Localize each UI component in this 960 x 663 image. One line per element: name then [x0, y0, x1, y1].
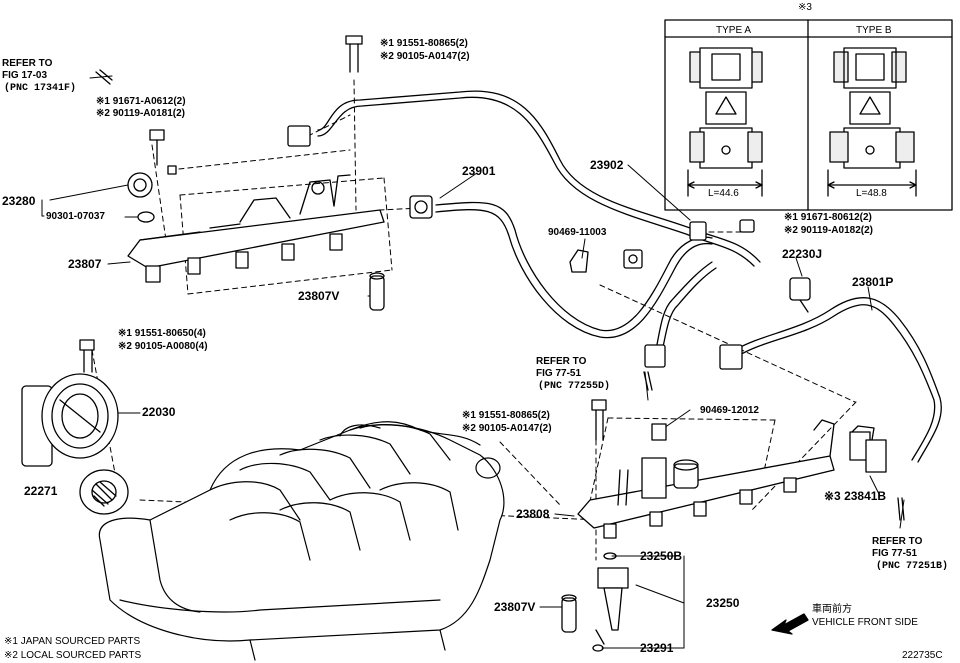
bolts [79, 35, 607, 441]
part-90105-a0147-top[interactable]: ※2 90105-A0147(2) [380, 51, 470, 62]
part-23807v-top[interactable]: 23807V [298, 289, 340, 303]
fig-77-51-label-b[interactable]: FIG 77-51 [872, 548, 918, 559]
type-a-length: L=44.6 [708, 188, 739, 199]
part-90301-07037[interactable]: 90301-07037 [46, 211, 105, 222]
refer-hoses [95, 69, 905, 521]
type-b-heading: TYPE B [856, 25, 892, 36]
part-90105-a0080[interactable]: ※2 90105-A0080(4) [118, 341, 208, 352]
refer-to-label-3: REFER TO [872, 536, 923, 547]
pulsation-damper [127, 172, 155, 223]
fig-17-03-label[interactable]: FIG 17-03 [2, 70, 48, 81]
part-22030[interactable]: 22030 [142, 405, 176, 419]
part-22230j[interactable]: 22230J [782, 247, 823, 261]
refer-to-label-1: REFER TO [2, 58, 53, 69]
type-b-connector-icon [827, 47, 917, 197]
part-23902[interactable]: 23902 [590, 158, 624, 172]
part-23841b[interactable]: ※3 23841B [824, 489, 887, 503]
part-90105-a0147-mid[interactable]: ※2 90105-A0147(2) [462, 423, 552, 434]
throttle-body [21, 373, 119, 467]
legend-local-sourced: ※2 LOCAL SOURCED PARTS [4, 650, 142, 661]
part-91551-80650[interactable]: ※1 91551-80650(4) [118, 328, 206, 339]
part-23291[interactable]: 23291 [640, 641, 674, 655]
spacers [369, 272, 577, 633]
part-90119-a0181[interactable]: ※2 90119-A0181(2) [96, 108, 185, 119]
part-91551-80865-mid[interactable]: ※1 91551-80865(2) [462, 410, 550, 421]
part-91671-80612[interactable]: ※1 91671-80612(2) [784, 212, 872, 223]
drawing-number: 222735C [902, 650, 943, 661]
pnc-17341f-label: (PNC 17341F) [4, 83, 77, 94]
fuel-injector [592, 552, 629, 652]
pnc-77255d-label: (PNC 77255D) [538, 381, 611, 392]
fig-77-51-label-a[interactable]: FIG 77-51 [536, 368, 582, 379]
inset-note-3: ※3 [798, 2, 812, 13]
legend-japan-sourced: ※1 JAPAN SOURCED PARTS [4, 636, 141, 647]
connector-type-inset [664, 19, 953, 211]
part-23280[interactable]: 23280 [2, 194, 36, 208]
throttle-gasket [79, 469, 129, 515]
vehicle-front-jp-label: 車両前方 [812, 604, 852, 615]
wiring-connector [849, 425, 887, 473]
part-23250[interactable]: 23250 [706, 596, 740, 610]
part-23801p[interactable]: 23801P [852, 275, 894, 289]
part-22271[interactable]: 22271 [24, 484, 58, 498]
part-23808[interactable]: 23808 [516, 507, 550, 521]
part-23807v-bot[interactable]: 23807V [494, 600, 536, 614]
part-91551-80865-top[interactable]: ※1 91551-80865(2) [380, 38, 468, 49]
pnc-77251b-label: (PNC 77251B) [876, 561, 949, 572]
vehicle-front-arrow [771, 613, 809, 635]
intake-manifold [98, 421, 505, 661]
lower-fuel-rail [577, 419, 835, 539]
part-23250b[interactable]: 23250B [640, 549, 683, 563]
part-23807[interactable]: 23807 [68, 257, 102, 271]
upper-fuel-rail [127, 174, 385, 283]
refer-to-label-2: REFER TO [536, 356, 587, 367]
fittings [287, 125, 811, 441]
vehicle-front-en-label: VEHICLE FRONT SIDE [812, 617, 918, 628]
part-90469-11003[interactable]: 90469-11003 [548, 227, 607, 238]
part-91671-a0612[interactable]: ※1 91671-A0612(2) [96, 96, 186, 107]
part-90469-12012[interactable]: 90469-12012 [700, 405, 759, 416]
type-a-heading: TYPE A [716, 25, 752, 36]
part-90119-a0182[interactable]: ※2 90119-A0182(2) [784, 225, 873, 236]
type-b-length: L=48.8 [856, 188, 887, 199]
part-23901[interactable]: 23901 [462, 164, 496, 178]
type-a-connector-icon [687, 47, 763, 197]
